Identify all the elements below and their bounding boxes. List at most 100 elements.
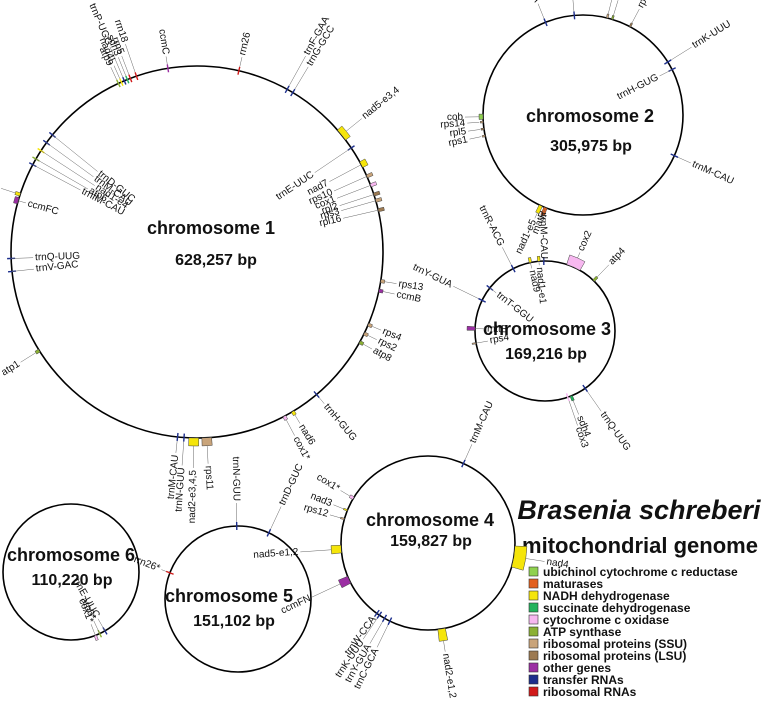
gene-label-chr2-rpl5: rpl5 [449, 126, 467, 139]
gene-leader-chr1-nad1-e2-3 [1, 188, 16, 194]
legend-label-cox: cytochrome c oxidase [543, 613, 669, 627]
gene-label-chr2-trnk-uuu: trnK-UUU [690, 19, 733, 51]
gene-leader-chr2-rps1 [469, 136, 482, 140]
chromosome-5-size: 151,102 bp [193, 613, 275, 630]
gene-tick-chr4-trnw-cca [373, 609, 380, 618]
gene-block-chr6-cox1 [93, 634, 99, 641]
gene-block-chr1-rps11 [201, 437, 213, 447]
gene-leader-chr1-rps10 [333, 176, 368, 192]
gene-block-chr1-atp1 [34, 348, 41, 355]
legend-item-atp: ATP synthase [528, 625, 622, 639]
gene-label-chr4-nad2-e1-2: nad2-e1,2 [440, 653, 458, 700]
gene-leader-chr3-trny-gua [453, 286, 479, 299]
gene-label-chr3-trnm-cau: trnM-CAU [537, 214, 549, 259]
gene-tick-chr5-trnd-guc [266, 528, 272, 537]
gene-tick-chr4-trnc-gca [387, 617, 393, 626]
gene-block-chr2-atp6 [611, 14, 615, 20]
gene-label-chr4-nad4: nad4 [546, 556, 570, 570]
gene-label-chr1-rps3: rps3 [319, 206, 341, 222]
chromosome-6-circle [2, 503, 140, 641]
gene-leader-chr1-trnp-ugg [109, 46, 123, 78]
gene-leader-chr1-rps3 [341, 200, 376, 211]
legend-swatch-cox [528, 614, 539, 625]
gene-leader-chr1-trnm-cau [175, 440, 178, 453]
gene-tick-chr3-trny-gua [478, 297, 486, 303]
gene-leader-chr1-atp8 [363, 343, 373, 350]
gene-block-chr1-rps13 [380, 279, 386, 284]
gene-leader-chr3-cox2 [577, 252, 581, 259]
chromosome-3-name: chromosome 3 [483, 319, 611, 339]
gene-leader-chr2-rps14 [467, 122, 480, 124]
gene-block-chr1-ccmfc [13, 196, 20, 205]
gene-leader-chr2-atp6 [613, 0, 619, 16]
gene-block-chr1-nad5-e3-4 [337, 125, 351, 141]
gene-label-chr2-trnc-gca: trnC-GCA [516, 0, 543, 4]
gene-leader-chr1-atp9 [110, 67, 117, 80]
gene-leader-chr5-rrn26 [161, 569, 167, 572]
gene-tick-chr1-trnn-guu [183, 433, 186, 442]
gene-leader-chr4-nad3 [333, 504, 344, 510]
gene-tick-chr2-trnk-uuu [664, 59, 672, 65]
gene-leader-chr1-rps4 [371, 326, 382, 331]
legend-item-trna: transfer RNAs [528, 673, 624, 687]
gene-leader-chr3-nad9 [530, 262, 532, 269]
gene-label-chr2-nad1-e5: nad1-e5 [514, 217, 540, 255]
gene-leader-chr1-rrn5 [121, 55, 130, 75]
legend-label-lsu: ribosomal proteins (LSU) [543, 649, 686, 663]
gene-leader-chr3-trnq-uug [587, 391, 602, 412]
legend-swatch-atp [528, 626, 539, 637]
gene-leader-chr4-rps12 [329, 514, 341, 519]
gene-leader-chr1-rps11 [206, 445, 209, 464]
gene-leader-chr2-trnh-gug [659, 69, 673, 77]
gene-leader-chr4-ccmfn [311, 583, 341, 598]
gene-label-chr3-nad1-e1: nad1-e1 [534, 267, 548, 305]
gene-label-chr1-ccmc: ccmC [156, 28, 171, 55]
gene-label-chr1-rpl16: rpl16 [318, 213, 343, 229]
gene-label-chr1-trnm-cau: trnM-CAU [166, 454, 182, 499]
gene-label-chr3-rps4: rps4 [489, 332, 510, 346]
gene-block-chr1-atp8 [358, 340, 365, 346]
gene-leader-chr3-trnr-acg [502, 247, 512, 266]
gene-block-chr1-rps2 [363, 331, 369, 338]
gene-leader-chr1-nad6 [294, 414, 301, 424]
gene-block-chr3-cox2 [566, 254, 586, 271]
gene-label-chr4-trnm-cau: trnM-CAU [468, 400, 496, 445]
gene-leader-chr2-rps19 [607, 0, 612, 15]
gene-leader-chr2-nad1-e5 [534, 212, 538, 219]
gene-block-chr1-cox1 [282, 415, 288, 421]
gene-tick-chr1-trnf-gaa [284, 85, 290, 94]
gene-label-chr2-trnm-cau: trnM-CAU [690, 159, 735, 187]
gene-leader-chr1-trnn-guu [181, 441, 184, 466]
gene-label-chr4-cox1: cox1* [315, 472, 342, 494]
gene-tick-chr1-nad4l [119, 78, 124, 87]
gene-label-chr5-trnd-guc: trnD-GUC [277, 462, 306, 507]
gene-tick-chr1-rrn18 [134, 72, 139, 81]
legend-label-ssu: ribosomal proteins (SSU) [543, 637, 687, 651]
gene-leader-chr1-trnd-guc [52, 134, 98, 172]
legend-label-nadh: NADH dehydrogenase [543, 589, 670, 603]
gene-block-chr1-rpl2 [373, 190, 381, 197]
gene-leader-chr1-trnf-gaa [288, 55, 306, 86]
gene-label-chr1-rps11: rps11 [203, 465, 215, 490]
gene-block-chr1-rps3 [375, 197, 383, 203]
gene-leader-chr2-matr [542, 209, 546, 216]
legend-swatch-sdh [528, 602, 539, 613]
gene-block-chr1-nad6 [291, 410, 297, 417]
gene-leader-chr3-atp4 [596, 264, 610, 278]
legend-item-ssu: ribosomal proteins (SSU) [528, 637, 687, 651]
gene-leader-chr1-nad1-e4 [40, 150, 95, 186]
legend: ubichinol cytochrome c reductase maturas… [528, 565, 738, 699]
legend-item-rrna: ribosomal RNAs [528, 685, 637, 699]
gene-leader-chr4-trny-gua [369, 621, 383, 644]
gene-leader-chr4-nad5-e1-2 [300, 549, 332, 553]
gene-block-chr1-cox1 [369, 181, 378, 188]
chromosome-5-name: chromosome 5 [165, 586, 293, 606]
gene-block-chr4-rps12 [340, 516, 345, 521]
gene-label-chr1-trnh-gug: trnH-GUG [321, 402, 358, 444]
gene-leader-chr1-trnm-cau [46, 142, 94, 177]
legend-swatch-rrna [528, 686, 539, 697]
gene-tick-chr2-trnc-gca [543, 18, 548, 27]
gene-leader-chr1-rps2 [367, 335, 377, 340]
chromosome-1-name: chromosome 1 [147, 218, 275, 238]
gene-label-chr2-rpl10: rpl10 [636, 0, 656, 10]
